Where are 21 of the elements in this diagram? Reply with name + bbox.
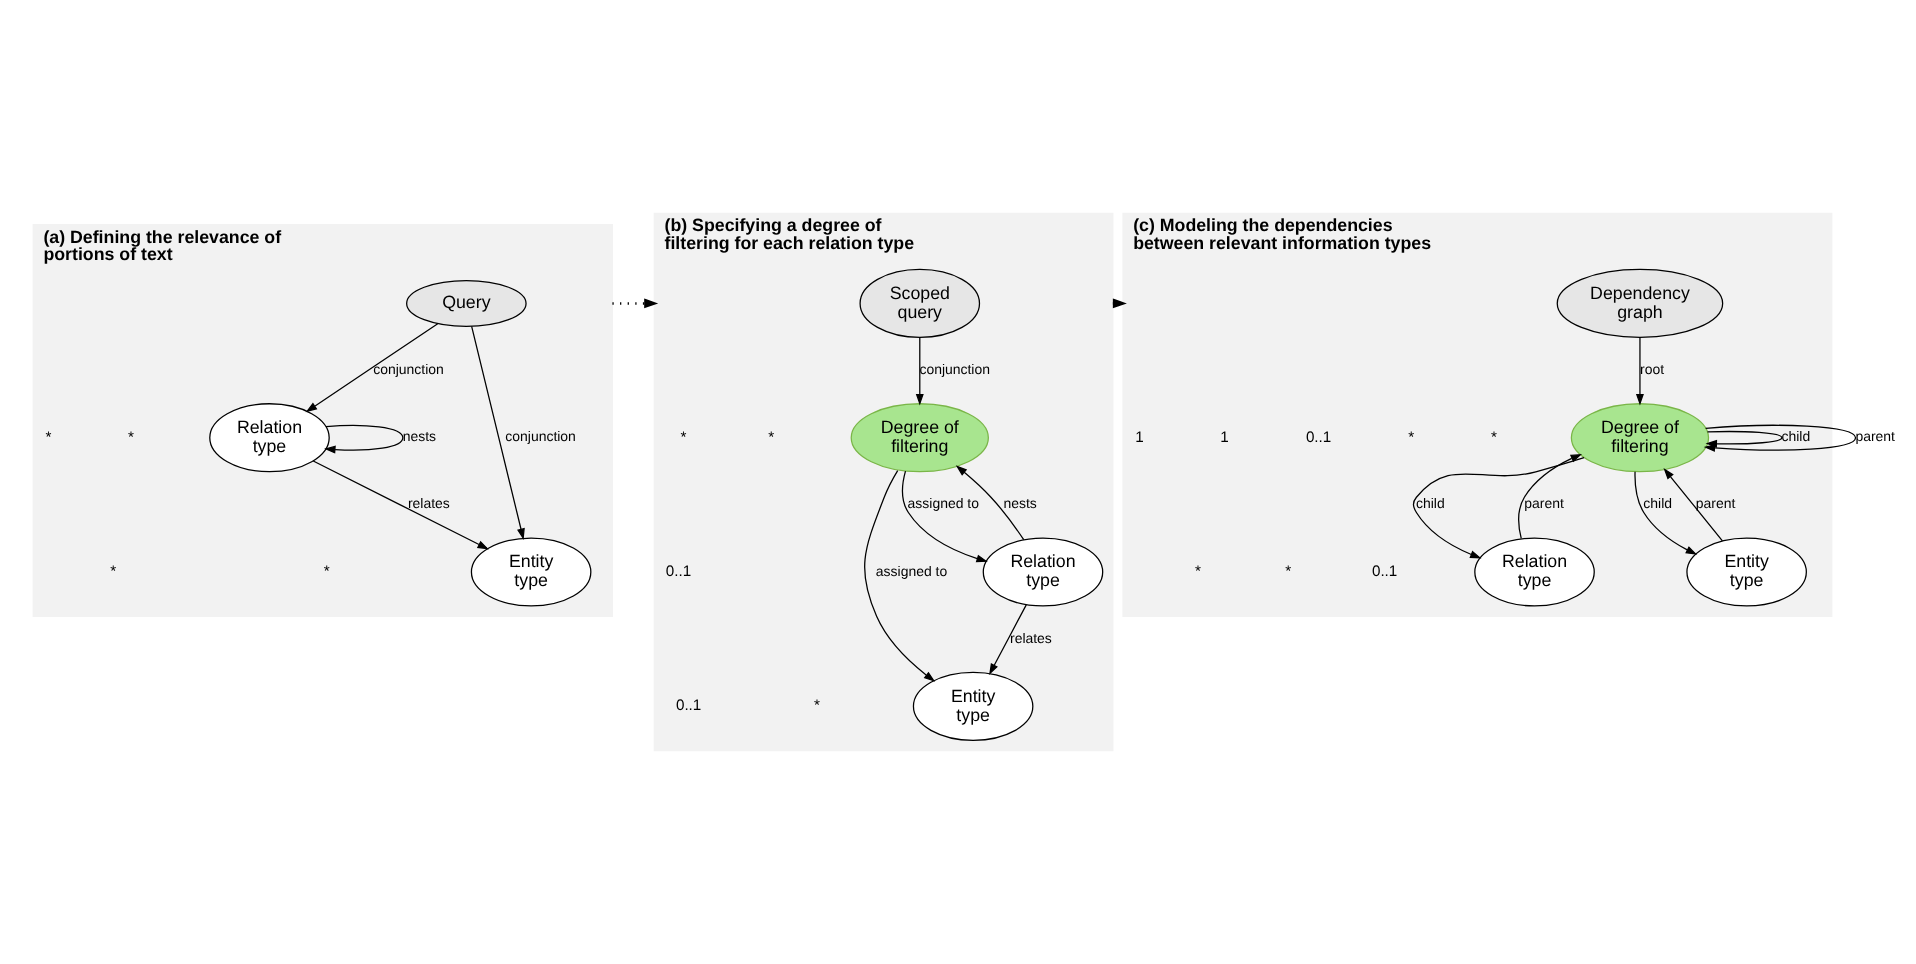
- node-ellipse: Relation type: [981, 537, 1103, 607]
- arrow: [311, 460, 488, 550]
- node-ellipse: Dependency graph: [1555, 268, 1723, 338]
- arrow: [1662, 468, 1723, 542]
- arrow: [988, 604, 1026, 675]
- node-ellipse: Degree of filtering: [849, 403, 988, 473]
- arrow: [914, 336, 923, 406]
- arrow: [611, 298, 658, 309]
- node-ellipse: Query: [405, 279, 526, 327]
- arrow: [470, 325, 524, 540]
- node-ellipse: Scoped query: [858, 268, 980, 338]
- arrow: [954, 465, 1024, 541]
- arrow: [304, 323, 438, 413]
- arrow: [863, 469, 935, 682]
- arrow: [1411, 457, 1584, 559]
- arrow: [1634, 336, 1643, 406]
- arrow: [323, 424, 403, 454]
- arrow: [1633, 471, 1697, 555]
- arrow: [900, 470, 987, 563]
- node-ellipse: Relation type: [1473, 537, 1594, 607]
- arrow: [1517, 453, 1582, 540]
